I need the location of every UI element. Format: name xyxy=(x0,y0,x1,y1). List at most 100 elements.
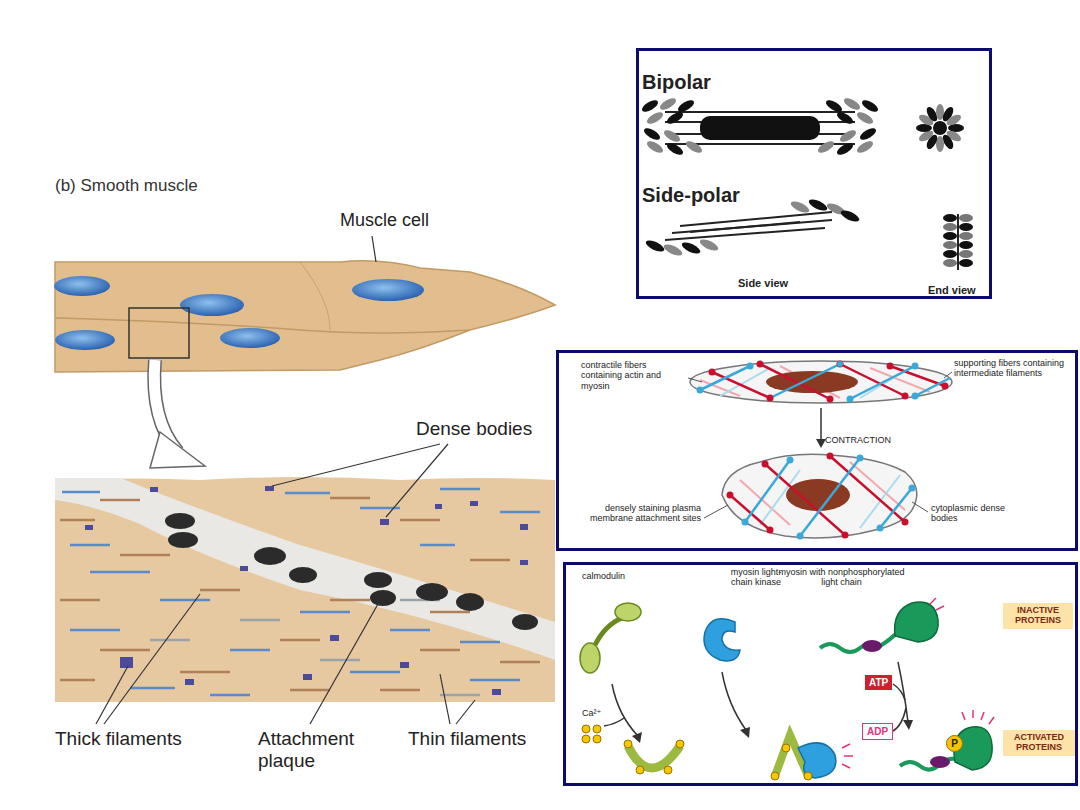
bipolar-end-view xyxy=(916,104,964,152)
dense-body xyxy=(150,487,158,492)
contracted-cell xyxy=(797,533,804,540)
calmodulin-active xyxy=(676,740,684,748)
thick-filament xyxy=(430,611,470,614)
dense-body xyxy=(85,525,93,530)
tag-text: ACTIVATED PROTEINS xyxy=(1008,733,1070,753)
bipolar-filament xyxy=(676,98,696,114)
panel-text: contractile fibers containing actin and … xyxy=(581,360,689,391)
leader-line xyxy=(272,444,440,486)
contracted-cell xyxy=(800,458,860,536)
contracted-cell xyxy=(745,458,912,536)
bipolar-filament xyxy=(816,139,836,155)
bipolar-filament xyxy=(640,96,880,157)
relaxed-cell xyxy=(847,396,854,403)
relaxed-cell xyxy=(850,366,915,399)
side-polar-end-view xyxy=(943,223,957,231)
contracted-cell xyxy=(727,492,734,499)
contracted-cell xyxy=(877,525,884,532)
myosin-active xyxy=(930,756,950,768)
thick-filament xyxy=(100,649,150,652)
thick-filament xyxy=(330,599,370,602)
leader-line xyxy=(310,604,378,724)
thin-filament xyxy=(390,629,430,632)
state-tag: ACTIVATED PROTEINS xyxy=(1003,730,1075,756)
side-polar-end-view xyxy=(959,250,973,258)
calmodulin-active xyxy=(636,766,644,774)
calcium-ion xyxy=(582,725,601,743)
thick-filament xyxy=(290,689,330,692)
side-polar-filament xyxy=(672,220,832,233)
panel-ground xyxy=(556,350,1078,551)
thin-filament xyxy=(70,544,110,547)
myosin-inactive xyxy=(820,602,938,652)
relaxed-cell xyxy=(747,363,754,370)
contracted-cell xyxy=(742,519,749,526)
grey-filament xyxy=(320,659,360,662)
relaxed-cell xyxy=(709,361,949,403)
thin-filament xyxy=(62,491,100,494)
dense-body xyxy=(492,689,501,695)
myosin-activated-marker xyxy=(930,598,944,610)
thin-filament xyxy=(210,694,250,697)
reaction-arrow xyxy=(893,684,905,700)
myosin-activated-marker xyxy=(930,598,936,604)
reaction-arrow xyxy=(898,662,908,722)
panel-text: Side view xyxy=(738,277,788,290)
panel-text: myosin with nonphosphorylated light chai… xyxy=(774,567,909,588)
relaxed-cell xyxy=(697,387,704,394)
leader-line xyxy=(104,594,200,724)
relaxed-cell xyxy=(770,364,840,398)
bipolar-filament xyxy=(860,98,880,114)
leader-line xyxy=(96,666,128,724)
bipolar-filament xyxy=(665,110,685,126)
kinase-complex xyxy=(771,772,779,780)
relaxed-cell xyxy=(712,364,945,399)
thin-filament xyxy=(470,679,520,682)
tag-text: INACTIVE PROTEINS xyxy=(1008,606,1068,626)
arrowhead xyxy=(632,732,642,743)
calmodulin-active xyxy=(628,746,680,768)
zoom-frame xyxy=(129,308,189,358)
nucleus xyxy=(352,279,424,301)
bipolar-filament xyxy=(662,128,682,144)
dense-body xyxy=(520,560,528,565)
kinase-complex xyxy=(844,755,853,757)
contraction-arrow xyxy=(816,408,826,448)
calmodulin-inactive xyxy=(580,643,600,673)
kinase-complex xyxy=(842,744,853,768)
thick-filament xyxy=(380,689,420,692)
myosin-active xyxy=(900,710,994,770)
arrowhead xyxy=(740,727,750,738)
thin-filament xyxy=(440,488,480,491)
panel-ground xyxy=(563,562,1078,786)
relaxed-cell xyxy=(709,369,716,376)
calmodulin-active xyxy=(624,740,632,748)
panel-text: densely staining plasma membrane attachm… xyxy=(589,503,701,524)
bipolar-filament xyxy=(665,112,855,144)
panel-ground xyxy=(636,48,992,299)
panel-text: supporting fibers containing intermediat… xyxy=(954,358,1072,379)
side-polar-filament xyxy=(690,222,800,232)
bipolar-filament xyxy=(640,98,660,114)
dense-body xyxy=(435,504,442,509)
panel-text: CONTRACTION xyxy=(825,435,891,445)
dense-body xyxy=(520,524,528,530)
thin-filament xyxy=(350,671,400,674)
myosin-inactive xyxy=(895,602,939,642)
thin-filament xyxy=(160,599,210,602)
side-polar-end-view xyxy=(957,214,959,270)
arrowhead xyxy=(632,720,913,743)
myosin-inactive xyxy=(820,630,900,652)
thin-filament xyxy=(70,629,120,632)
thick-filament xyxy=(500,661,540,664)
bipolar-filament xyxy=(645,139,665,155)
relaxed-cell xyxy=(767,395,774,402)
relaxed-cell xyxy=(837,361,843,367)
panel-text: Ca²⁺ xyxy=(582,708,601,718)
thin-filament xyxy=(420,544,455,547)
contracted-cell xyxy=(742,455,916,540)
contracted-cell xyxy=(827,453,834,460)
part-label: Dense bodies xyxy=(416,418,532,440)
thick-filament xyxy=(180,671,230,674)
panel-text: Side-polar xyxy=(642,184,740,207)
